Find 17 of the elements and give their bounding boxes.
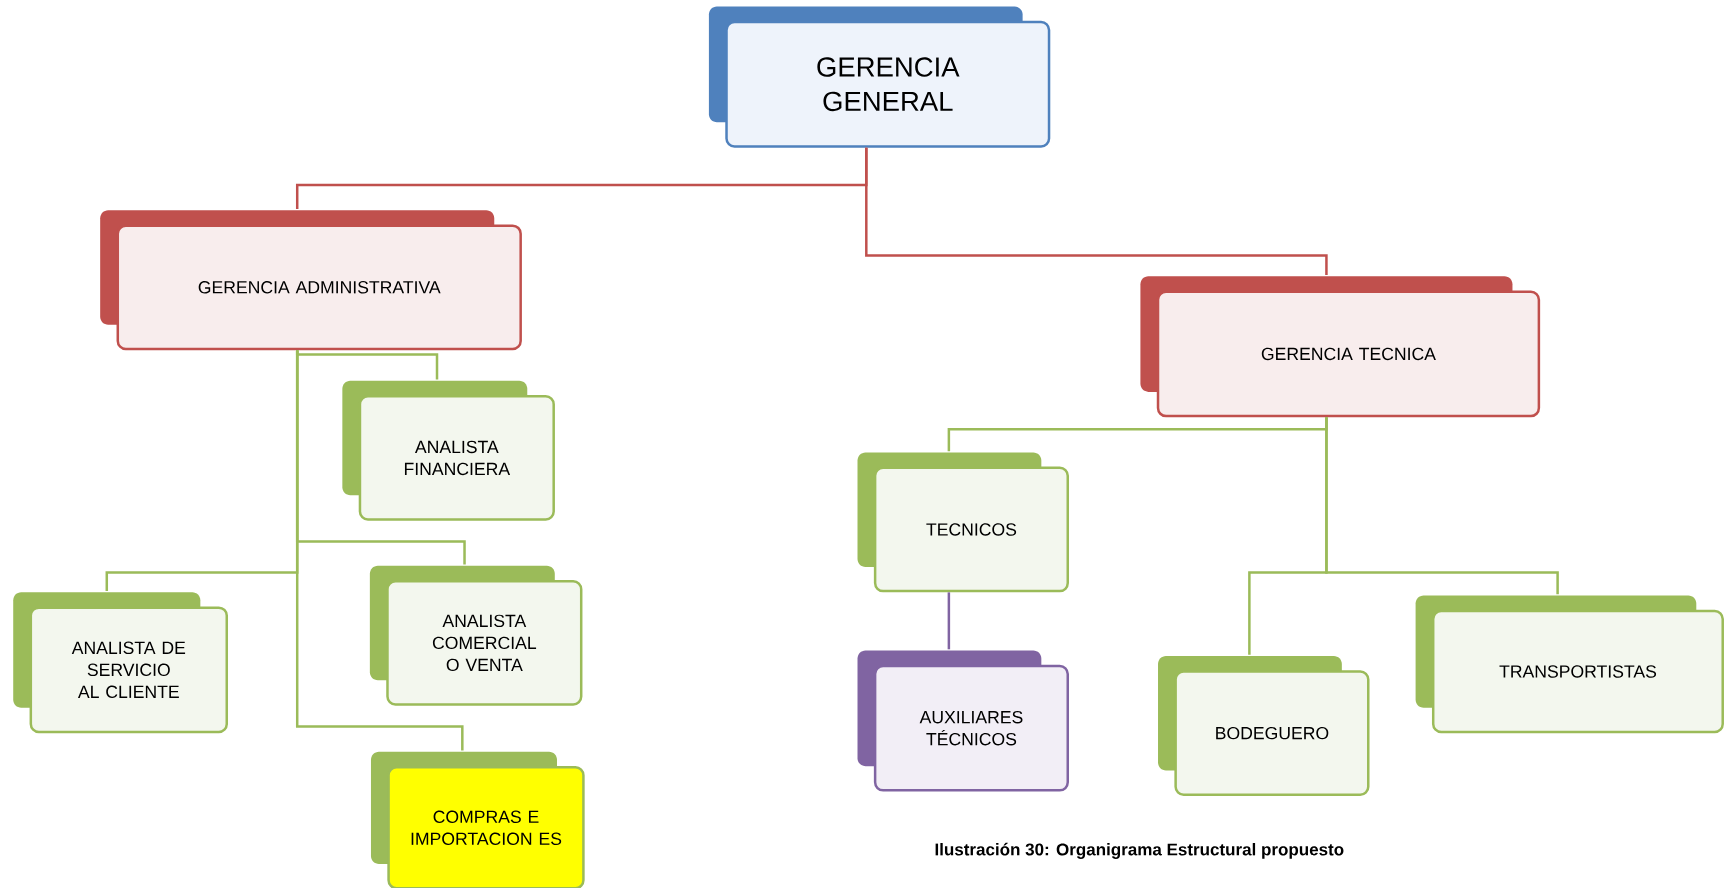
org-box: TRANSPORTISTAS [1415, 595, 1724, 734]
org-box: BODEGUERO [1158, 655, 1370, 796]
connector-line [295, 350, 439, 380]
org-box: ANALISTA DE SERVICIO AL CLIENTE [13, 592, 228, 734]
org-box: AUXILIARES TÉCNICOS [857, 650, 1069, 792]
org-box: GERENCIA TECNICA [1140, 276, 1541, 418]
org-box: GERENCIA ADMINISTRATIVA [100, 210, 522, 351]
connector-line [295, 350, 464, 751]
connector-line [865, 147, 1328, 275]
caption: Ilustración 30: Organigrama Estructural propuesto [935, 842, 1344, 859]
org-box: ANALISTA COMERCIAL O VENTA [369, 565, 583, 706]
connector-line [947, 592, 951, 650]
connector-line [1325, 417, 1559, 595]
org-box: TECNICOS [857, 452, 1069, 593]
org-box: COMPRAS E IMPORTACION ES [370, 751, 585, 888]
org-box: GERENCIA GENERAL [708, 6, 1051, 148]
org-box: ANALISTA FINANCIERA [342, 380, 555, 521]
